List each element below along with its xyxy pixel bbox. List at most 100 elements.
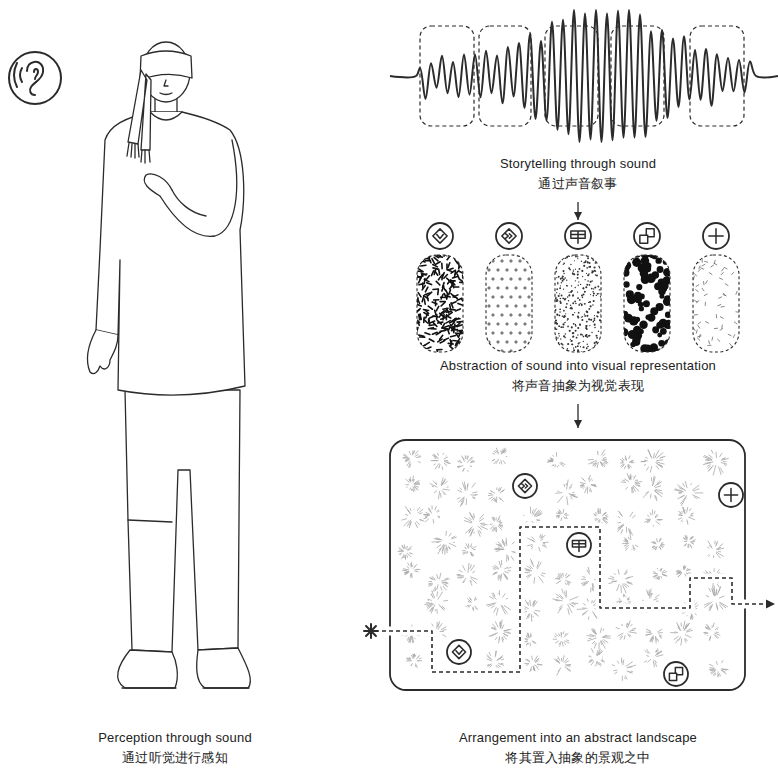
pill-texture (441, 314, 445, 317)
tree-symbol (566, 516, 568, 517)
pill-texture (567, 348, 568, 349)
tree-symbol (677, 495, 684, 499)
tree-symbol (631, 487, 632, 493)
tree-symbol (492, 560, 511, 581)
tree-symbol (426, 602, 430, 603)
tree-symbol (399, 553, 402, 554)
tree-symbol (569, 484, 572, 488)
tree-symbol (690, 544, 692, 549)
tree-symbol (557, 491, 559, 492)
tree-symbol (654, 491, 658, 495)
tree-symbol (653, 573, 657, 574)
tree-symbol (622, 543, 629, 545)
tree-symbol (595, 519, 598, 521)
tree-symbol (473, 549, 476, 550)
pill-texture (577, 291, 578, 292)
pill-texture (711, 265, 714, 267)
tree-symbol (633, 547, 635, 551)
tree-symbol (628, 465, 629, 469)
tree-symbol (686, 615, 688, 616)
tree-symbol (597, 462, 598, 468)
tree-symbol (432, 591, 435, 599)
tree-symbol (567, 483, 568, 485)
pill-texture (451, 270, 455, 273)
tree-symbol (471, 460, 473, 461)
pill-texture (641, 256, 650, 265)
pill-texture (560, 326, 562, 328)
tree-symbol (536, 519, 540, 521)
pill-texture (593, 319, 595, 321)
tree-symbol (488, 494, 493, 496)
tree-symbol (678, 518, 682, 520)
tree-symbol (462, 543, 476, 556)
pill-texture (566, 285, 568, 287)
pill-texture (593, 266, 595, 268)
tree-symbol (449, 547, 451, 549)
tree-symbol (660, 456, 665, 458)
tree-symbol (407, 566, 410, 568)
tree-symbol (652, 546, 654, 548)
tree-symbol (526, 615, 528, 619)
tree-symbol (655, 486, 661, 488)
tree-symbol (653, 575, 657, 578)
tree-symbol (470, 465, 472, 467)
tree-symbol (580, 486, 584, 488)
tree-symbol (598, 509, 600, 514)
pill-texture (420, 315, 422, 320)
pill-texture (450, 255, 454, 256)
pill-texture (419, 269, 423, 272)
pill-texture (582, 297, 584, 299)
pill-texture (523, 340, 527, 344)
tree-symbol (494, 549, 502, 550)
tree-symbol (500, 522, 502, 523)
pill-texture (597, 255, 599, 256)
sound-icon (709, 229, 723, 243)
tree-symbol (417, 507, 420, 511)
pill-texture (453, 295, 457, 298)
pill-texture (624, 311, 628, 318)
tree-symbol (473, 513, 475, 518)
tree-symbol (608, 569, 633, 593)
tree-symbol (425, 516, 428, 517)
tree-symbol (595, 515, 596, 517)
pill-outline (417, 255, 463, 352)
pill-texture (514, 340, 518, 344)
pill-texture (565, 333, 566, 334)
pill-texture (446, 316, 451, 318)
sound-waveform (390, 10, 778, 142)
pill-texture (577, 277, 579, 279)
tree-symbol (629, 461, 633, 463)
tree-symbol (494, 607, 497, 612)
pill-outline (486, 255, 532, 352)
tree-symbol (683, 565, 685, 569)
tree-symbol (562, 589, 564, 594)
tree-symbol (690, 536, 693, 540)
pill-texture (527, 349, 531, 352)
tree-symbol (707, 541, 724, 559)
pill-texture (565, 313, 566, 314)
tree-symbol (465, 546, 467, 548)
tree-symbol (457, 498, 460, 499)
tree-symbol (655, 490, 663, 494)
tree-symbol (527, 544, 532, 545)
pill-texture (592, 321, 594, 323)
pill-texture (583, 265, 585, 267)
tree-symbol (691, 536, 694, 539)
pill-texture (418, 293, 421, 297)
pill-texture (419, 257, 424, 259)
pill-texture (575, 324, 576, 325)
tree-symbol (625, 487, 628, 490)
pill-texture (446, 311, 451, 313)
tree-symbol (414, 483, 420, 485)
pill-texture (572, 336, 574, 338)
tree-symbol (582, 612, 586, 615)
tree-symbol (488, 487, 505, 503)
tree-symbol (480, 523, 485, 524)
tree-symbol (620, 460, 623, 462)
pill-texture (450, 309, 455, 311)
tree-symbol (410, 508, 412, 511)
pill-texture (592, 304, 593, 305)
tree-symbol (408, 510, 410, 513)
pill-texture (441, 294, 443, 299)
pill-texture (432, 302, 437, 304)
